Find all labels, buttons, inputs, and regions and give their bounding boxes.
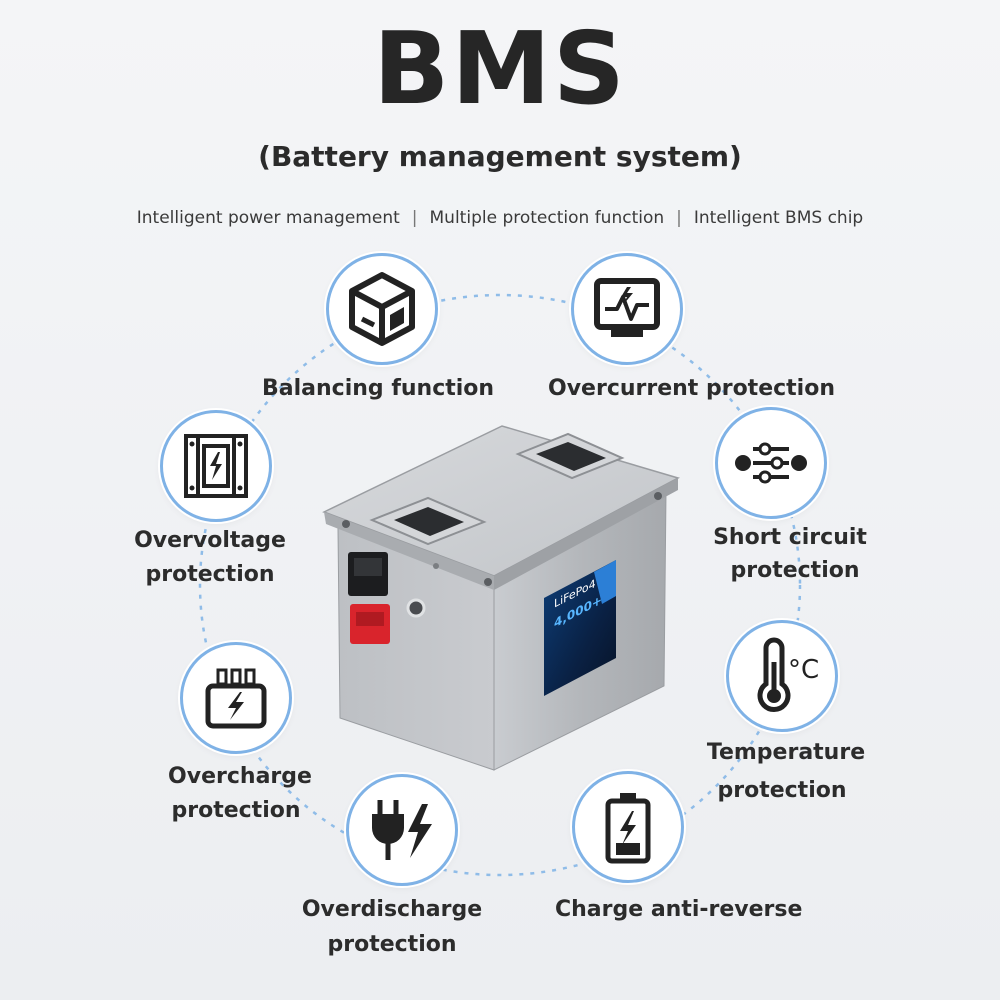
feature-separator: | — [411, 208, 418, 228]
circuit-switch-icon — [735, 442, 807, 484]
feature-list: Intelligent power management | Multiple … — [0, 208, 1000, 228]
overcharge-label-line2: protection — [171, 798, 301, 823]
overvoltage-icon-circle — [160, 410, 272, 522]
overdischarge-icon-circle — [346, 774, 458, 886]
short-circuit-label: Short circuit — [713, 525, 867, 550]
short-circuit-icon-circle — [715, 407, 827, 519]
overdischarge-label: Overdischarge — [301, 897, 483, 922]
page-title: BMS — [373, 10, 627, 127]
temperature-label: Temperature — [706, 740, 866, 765]
thermometer-icon: °C — [757, 637, 819, 712]
overcurrent-icon-circle — [571, 253, 683, 365]
fuse-box-icon — [184, 434, 248, 498]
short-circuit-label-line2: protection — [730, 558, 860, 583]
page-subtitle: (Battery management system) — [258, 140, 742, 173]
battery-image: LiFePo4 4,000+ — [322, 425, 680, 771]
overcurrent-label: Overcurrent protection — [548, 376, 835, 401]
overdischarge-label-line2: protection — [327, 932, 457, 957]
anti-reverse-icon-circle — [572, 771, 684, 883]
cube-icon — [349, 272, 415, 346]
balancing-label: Balancing function — [262, 376, 495, 401]
temperature-unit: °C — [788, 655, 819, 685]
plug-lightning-icon — [372, 800, 432, 860]
battery-charge-icon — [605, 793, 651, 864]
feature-item: Multiple protection function — [429, 208, 665, 228]
feature-item: Intelligent BMS chip — [693, 208, 864, 228]
balancing-icon-circle — [326, 253, 438, 365]
anti-reverse-label: Charge anti-reverse — [555, 897, 803, 922]
overcharge-icon-circle — [180, 642, 292, 754]
temperature-label-line2: protection — [717, 778, 847, 803]
monitor-pulse-icon — [594, 278, 660, 337]
temperature-icon-circle: °C — [726, 620, 838, 732]
feature-separator: | — [676, 208, 682, 228]
feature-item: Intelligent power management — [136, 208, 400, 228]
overvoltage-label-line2: protection — [145, 562, 275, 587]
overvoltage-label: Overvoltage — [134, 528, 286, 553]
overcharge-label: Overcharge — [168, 764, 312, 789]
battery-terminal-icon — [205, 668, 267, 729]
